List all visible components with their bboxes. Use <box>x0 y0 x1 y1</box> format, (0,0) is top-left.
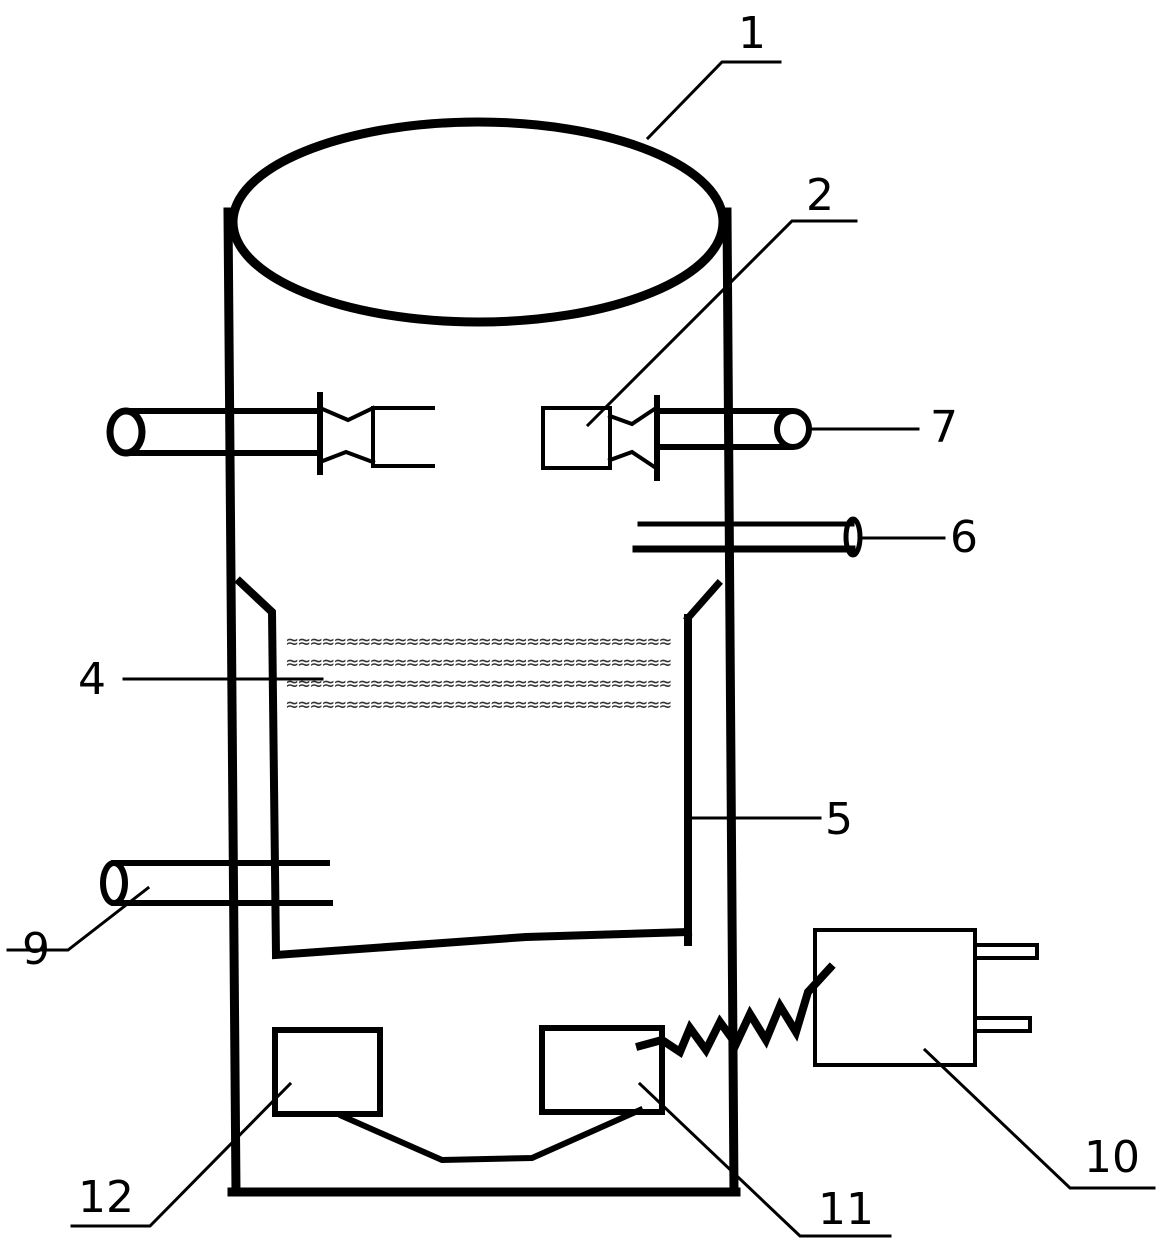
label-1: 1 <box>738 8 766 59</box>
leader-10 <box>922 1047 1156 1190</box>
part-labels: 1 2 7 6 4 5 9 10 12 11 <box>22 8 1140 1235</box>
nozzle-box <box>541 406 612 470</box>
leader-12 <box>70 1081 293 1228</box>
label-9: 9 <box>22 924 50 975</box>
inlet-pipe-9 <box>100 860 333 906</box>
filter-layer: ≈≈≈≈≈≈≈≈≈≈≈≈≈≈≈≈≈≈≈≈≈≈≈≈≈≈≈≈≈≈≈≈ ≈≈≈≈≈≈≈… <box>286 629 671 716</box>
coiled-cable <box>635 962 836 1059</box>
pipe-9-end <box>100 860 128 906</box>
label-5: 5 <box>825 794 853 845</box>
label-4: 4 <box>78 654 106 705</box>
label-12: 12 <box>78 1172 134 1223</box>
wave-row: ≈≈≈≈≈≈≈≈≈≈≈≈≈≈≈≈≈≈≈≈≈≈≈≈≈≈≈≈≈≈≈≈ <box>286 692 671 716</box>
vessel-top-opening <box>228 117 728 327</box>
leader-lines <box>6 60 1156 1238</box>
component-12 <box>272 1027 383 1117</box>
vessel-right-wall <box>722 207 739 1197</box>
bottom-components <box>272 1025 665 1164</box>
wave-row: ≈≈≈≈≈≈≈≈≈≈≈≈≈≈≈≈≈≈≈≈≈≈≈≈≈≈≈≈≈≈≈≈ <box>286 671 671 695</box>
leader-1 <box>645 60 782 141</box>
left-nozzle-assembly <box>106 392 435 475</box>
leader-9 <box>6 885 151 952</box>
wave-row: ≈≈≈≈≈≈≈≈≈≈≈≈≈≈≈≈≈≈≈≈≈≈≈≈≈≈≈≈≈≈≈≈ <box>286 650 671 674</box>
pipe-6-end <box>843 516 863 558</box>
component-11 <box>539 1025 665 1115</box>
vessel <box>223 117 741 1197</box>
wave-row: ≈≈≈≈≈≈≈≈≈≈≈≈≈≈≈≈≈≈≈≈≈≈≈≈≈≈≈≈≈≈≈≈ <box>286 629 671 653</box>
left-pipe-end <box>106 407 146 457</box>
side-pipe-6 <box>632 516 863 558</box>
right-pipe-end <box>774 408 812 450</box>
external-unit-10 <box>635 928 1039 1067</box>
label-7: 7 <box>930 402 958 453</box>
label-6: 6 <box>950 512 978 563</box>
vessel-left-wall <box>223 207 241 1197</box>
label-11: 11 <box>818 1184 874 1235</box>
leader-11 <box>637 1081 892 1238</box>
label-2: 2 <box>806 170 834 221</box>
right-nozzle-assembly <box>541 395 812 481</box>
inner-basket <box>234 576 723 960</box>
unit-10-box <box>813 928 977 1067</box>
connecting-wire <box>338 1106 644 1164</box>
label-10: 10 <box>1084 1132 1140 1183</box>
leader-2 <box>585 219 858 428</box>
